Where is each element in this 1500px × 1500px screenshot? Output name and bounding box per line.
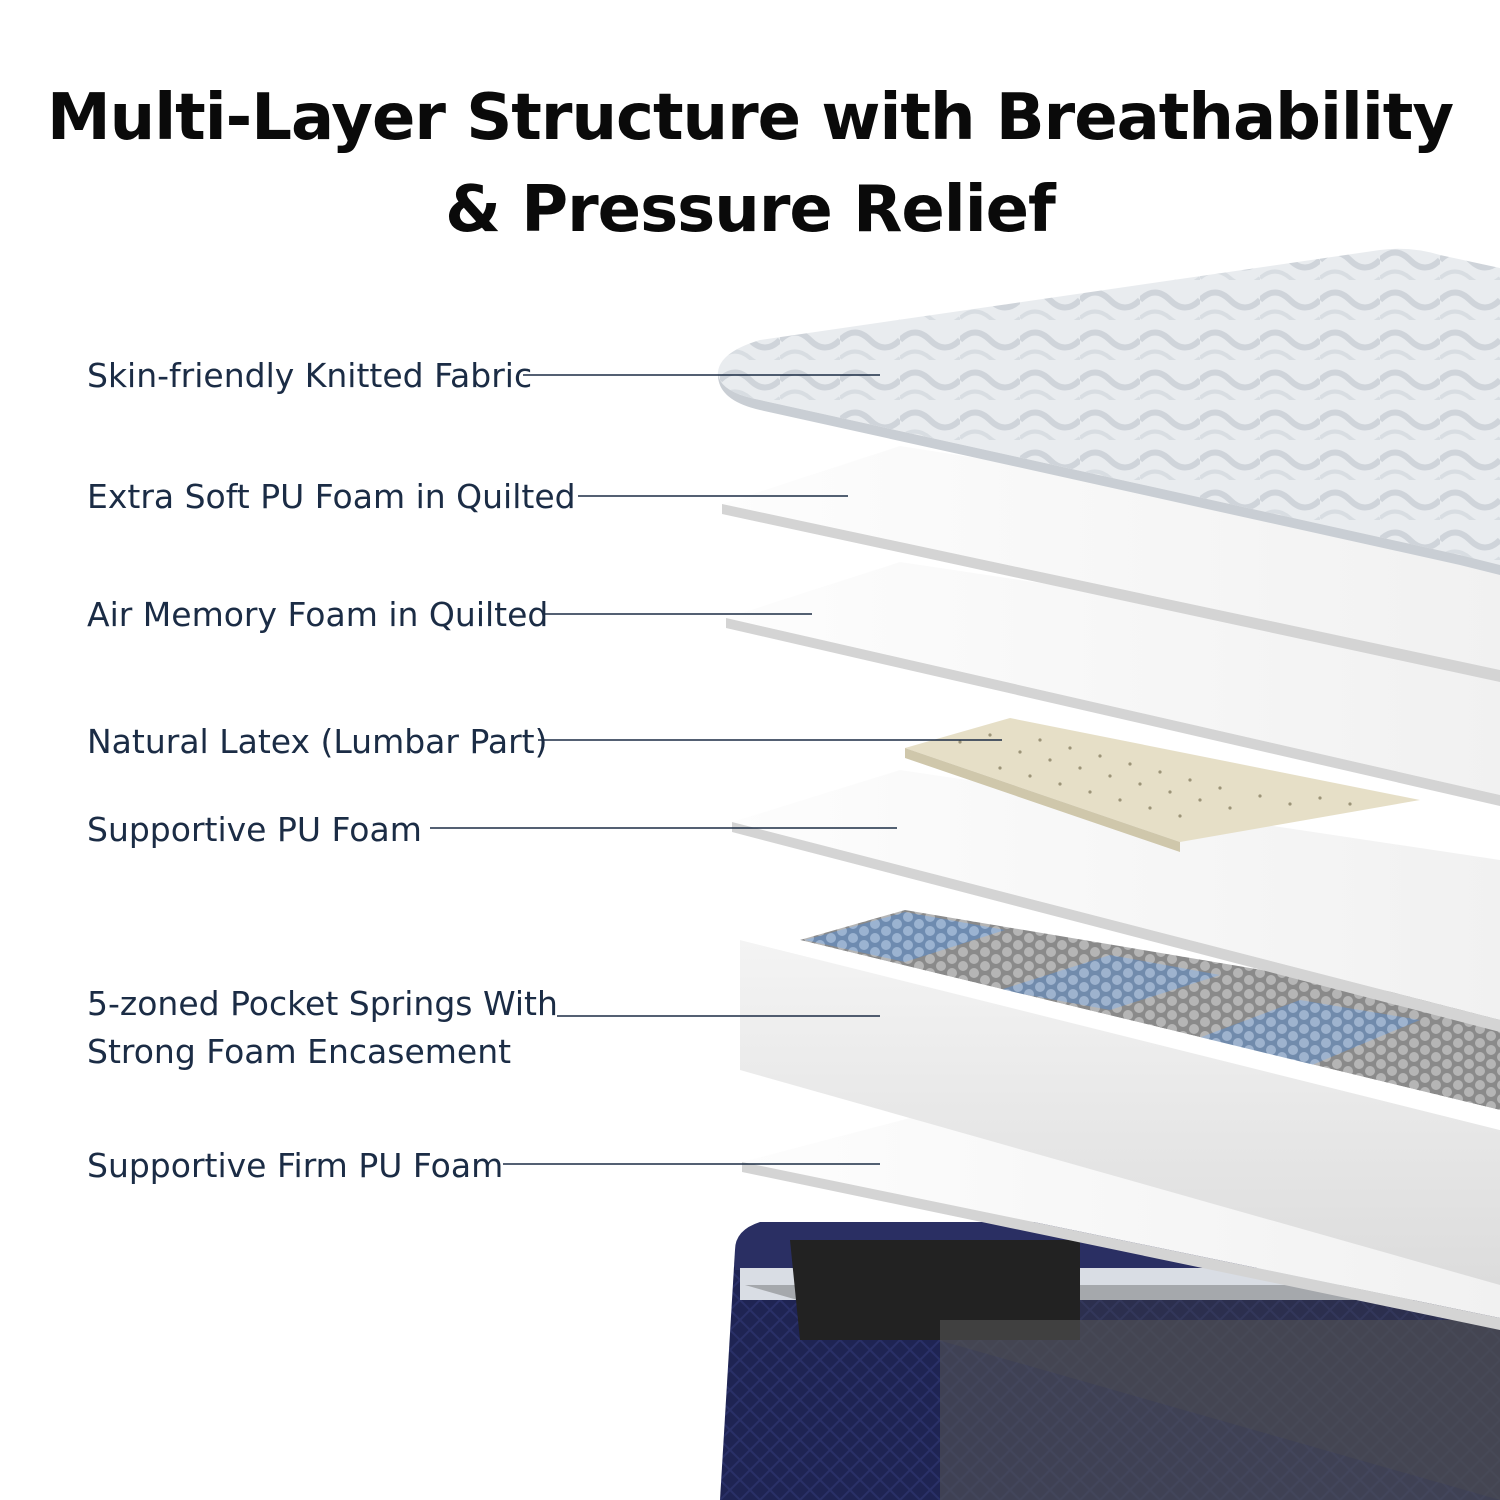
title-line-1: Multi-Layer Structure with Breathability [46, 81, 1454, 155]
layer-supportive-firm-pu-foam [742, 1118, 1500, 1330]
label-pocket-springs-line-1: 5-zoned Pocket Springs With [87, 984, 558, 1023]
layer-natural-latex [905, 718, 1420, 852]
label-supportive-firm-pu-foam: Supportive Firm PU Foam [87, 1146, 504, 1185]
latex-perforations [958, 733, 1352, 818]
layer-air-memory-foam [726, 562, 1500, 806]
title-line-2: & Pressure Relief [445, 173, 1056, 247]
layer-supportive-pu-foam [732, 770, 1500, 1032]
leader-lines [430, 374, 1002, 1165]
label-pocket-springs-line-2: Strong Foam Encasement [87, 1032, 512, 1071]
label-air-memory-foam: Air Memory Foam in Quilted [87, 595, 549, 634]
label-supportive-pu-foam: Supportive PU Foam [87, 810, 422, 849]
layer-knitted-fabric [717, 248, 1500, 575]
layer-pocket-springs [740, 895, 1500, 1285]
label-pocket-springs: 5-zoned Pocket Springs With Strong Foam … [87, 980, 558, 1076]
label-extra-soft-pu-foam: Extra Soft PU Foam in Quilted [87, 477, 576, 516]
layer-extra-soft-pu-foam [722, 446, 1500, 682]
base-mattress [720, 1222, 1500, 1500]
page-title: Multi-Layer Structure with Breathability… [0, 72, 1500, 256]
label-natural-latex: Natural Latex (Lumbar Part) [87, 722, 548, 761]
label-knitted-fabric: Skin-friendly Knitted Fabric [87, 356, 533, 395]
